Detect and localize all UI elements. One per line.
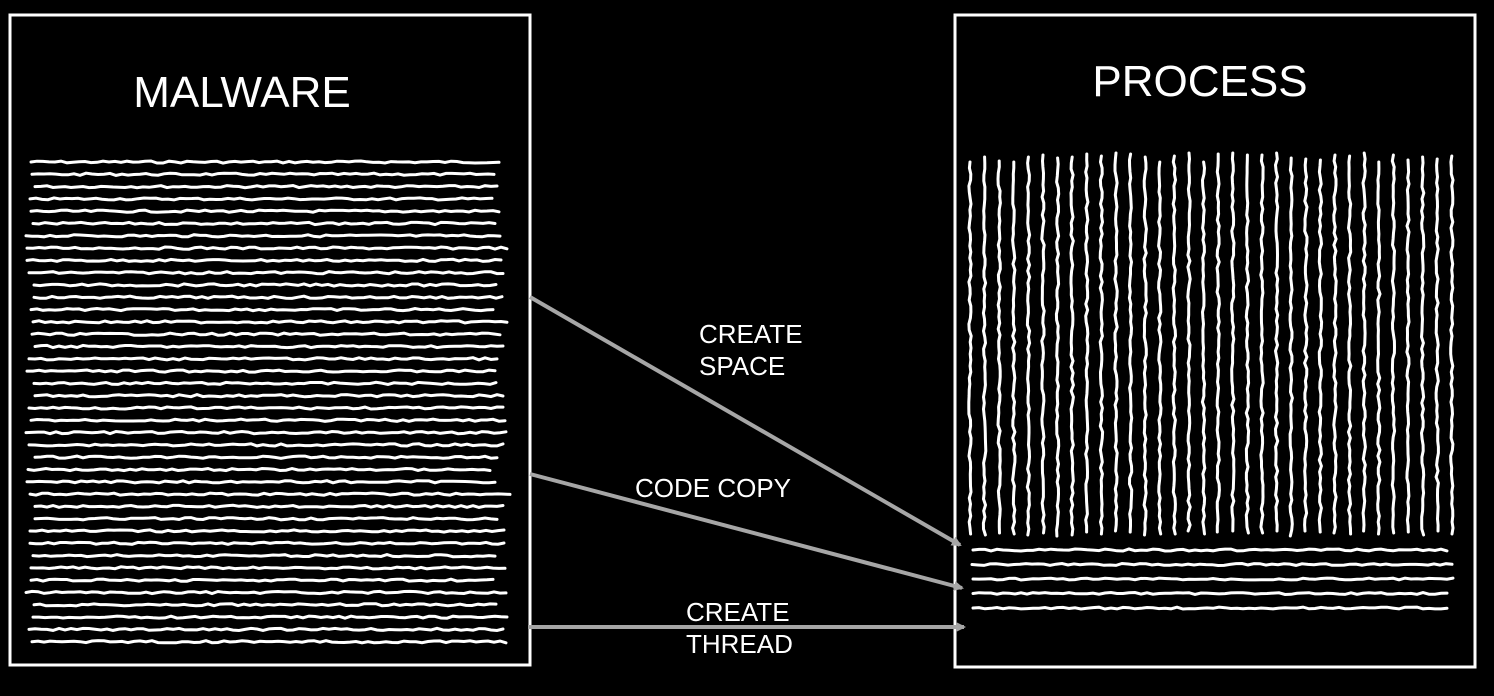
arrows (528, 295, 966, 632)
process-memory-column (1273, 151, 1280, 533)
process-memory-column (1361, 151, 1367, 533)
process-memory-column (1230, 151, 1236, 533)
process-memory-column (1390, 153, 1397, 535)
malware-code-line (30, 171, 496, 177)
process-memory-column (1011, 160, 1017, 536)
create-space-arrow (529, 295, 962, 547)
step-labels: CREATE SPACE CODE COPY CREATE THREAD (635, 319, 803, 659)
process-memory-column (1449, 154, 1455, 536)
malware-code-line (25, 257, 503, 263)
process-memory-column (1186, 151, 1192, 533)
process-injected-line (971, 576, 1455, 582)
process-memory-column (1127, 152, 1134, 534)
malware-code-line (30, 331, 502, 337)
step-create-space-line2: SPACE (699, 351, 785, 381)
process-memory-column (1084, 152, 1090, 534)
malware-code-line (32, 282, 498, 288)
process-memory-column (1259, 153, 1265, 535)
malware-code-line (28, 196, 494, 202)
process-title: PROCESS (1092, 57, 1307, 106)
process-memory-column (1113, 151, 1119, 533)
process-memory-column (1244, 153, 1251, 535)
malware-code-line (33, 343, 505, 350)
malware-title: MALWARE (133, 68, 351, 117)
malware-code-line (33, 454, 499, 460)
process-memory-column (1157, 160, 1163, 536)
process-memory-column (1317, 158, 1324, 534)
malware-code-line (27, 405, 505, 411)
malware-code-line (24, 233, 502, 239)
process-memory-column (1405, 158, 1411, 534)
process-memory-column (1302, 157, 1309, 533)
process-memory-column (1376, 160, 1382, 536)
malware-code-line (33, 393, 505, 399)
process-injected-line (971, 547, 1449, 553)
process-memory-column (1069, 155, 1075, 537)
process-memory-column (967, 160, 973, 536)
malware-code-line (25, 245, 509, 251)
step-create-space-line1: CREATE (699, 319, 803, 349)
process-memory-column (1098, 154, 1105, 536)
malware-code-line (32, 602, 498, 608)
malware-code-line (31, 553, 497, 559)
malware-code-line (24, 589, 508, 596)
malware-code-line (27, 626, 505, 633)
malware-code-line (28, 491, 512, 497)
malware-code-line (31, 220, 497, 227)
process-injected-line (971, 590, 1449, 597)
process-memory-column (981, 155, 988, 537)
process-injected-line (971, 605, 1449, 611)
process-memory-column (1434, 157, 1440, 533)
process-memory-column (1025, 155, 1032, 537)
process-memory-column (1332, 153, 1338, 535)
malware-code-line (27, 442, 505, 448)
process-memory-columns (967, 151, 1455, 538)
malware-code-lines (24, 159, 512, 645)
malware-code-line (29, 577, 495, 583)
process-memory-column (1288, 156, 1294, 538)
malware-code-line (32, 380, 498, 387)
malware-code-line (32, 294, 504, 300)
malware-code-line (29, 306, 495, 313)
process-injected-code-lines (970, 547, 1455, 611)
step-create-thread-line1: CREATE (686, 597, 790, 627)
process-memory-column (1171, 154, 1178, 536)
malware-code-line (29, 208, 501, 214)
malware-code-line (27, 356, 499, 362)
malware-code-line (31, 319, 509, 325)
malware-code-line (29, 159, 501, 165)
malware-box: MALWARE (8, 13, 532, 667)
process-memory-column (1200, 160, 1207, 536)
malware-code-line (26, 466, 492, 473)
step-create-thread-line2: THREAD (686, 629, 793, 659)
process-memory-column (1142, 155, 1148, 537)
malware-code-line (27, 270, 505, 276)
process-memory-column (1040, 153, 1046, 535)
malware-code-line (28, 540, 506, 546)
malware-code-line (25, 479, 497, 485)
process-memory-column (1419, 155, 1426, 537)
malware-code-line (25, 368, 497, 374)
malware-code-line (29, 565, 507, 571)
process-memory-column (1215, 152, 1221, 534)
process-box: PROCESS (953, 13, 1477, 669)
malware-code-line (28, 528, 506, 534)
process-injected-line (970, 561, 1454, 568)
malware-code-line (30, 639, 508, 645)
malware-code-line (33, 516, 499, 522)
process-memory-column (996, 159, 1002, 535)
malware-code-line (24, 429, 508, 436)
step-code-copy: CODE COPY (635, 473, 791, 503)
process-box-border (953, 13, 1477, 669)
malware-code-line (33, 503, 505, 509)
malware-code-line (33, 183, 499, 190)
process-memory-column (1346, 154, 1353, 536)
malware-code-line (31, 614, 509, 620)
code-copy-arrow (529, 472, 964, 591)
process-memory-column (1054, 156, 1061, 538)
malware-code-line (29, 417, 507, 423)
